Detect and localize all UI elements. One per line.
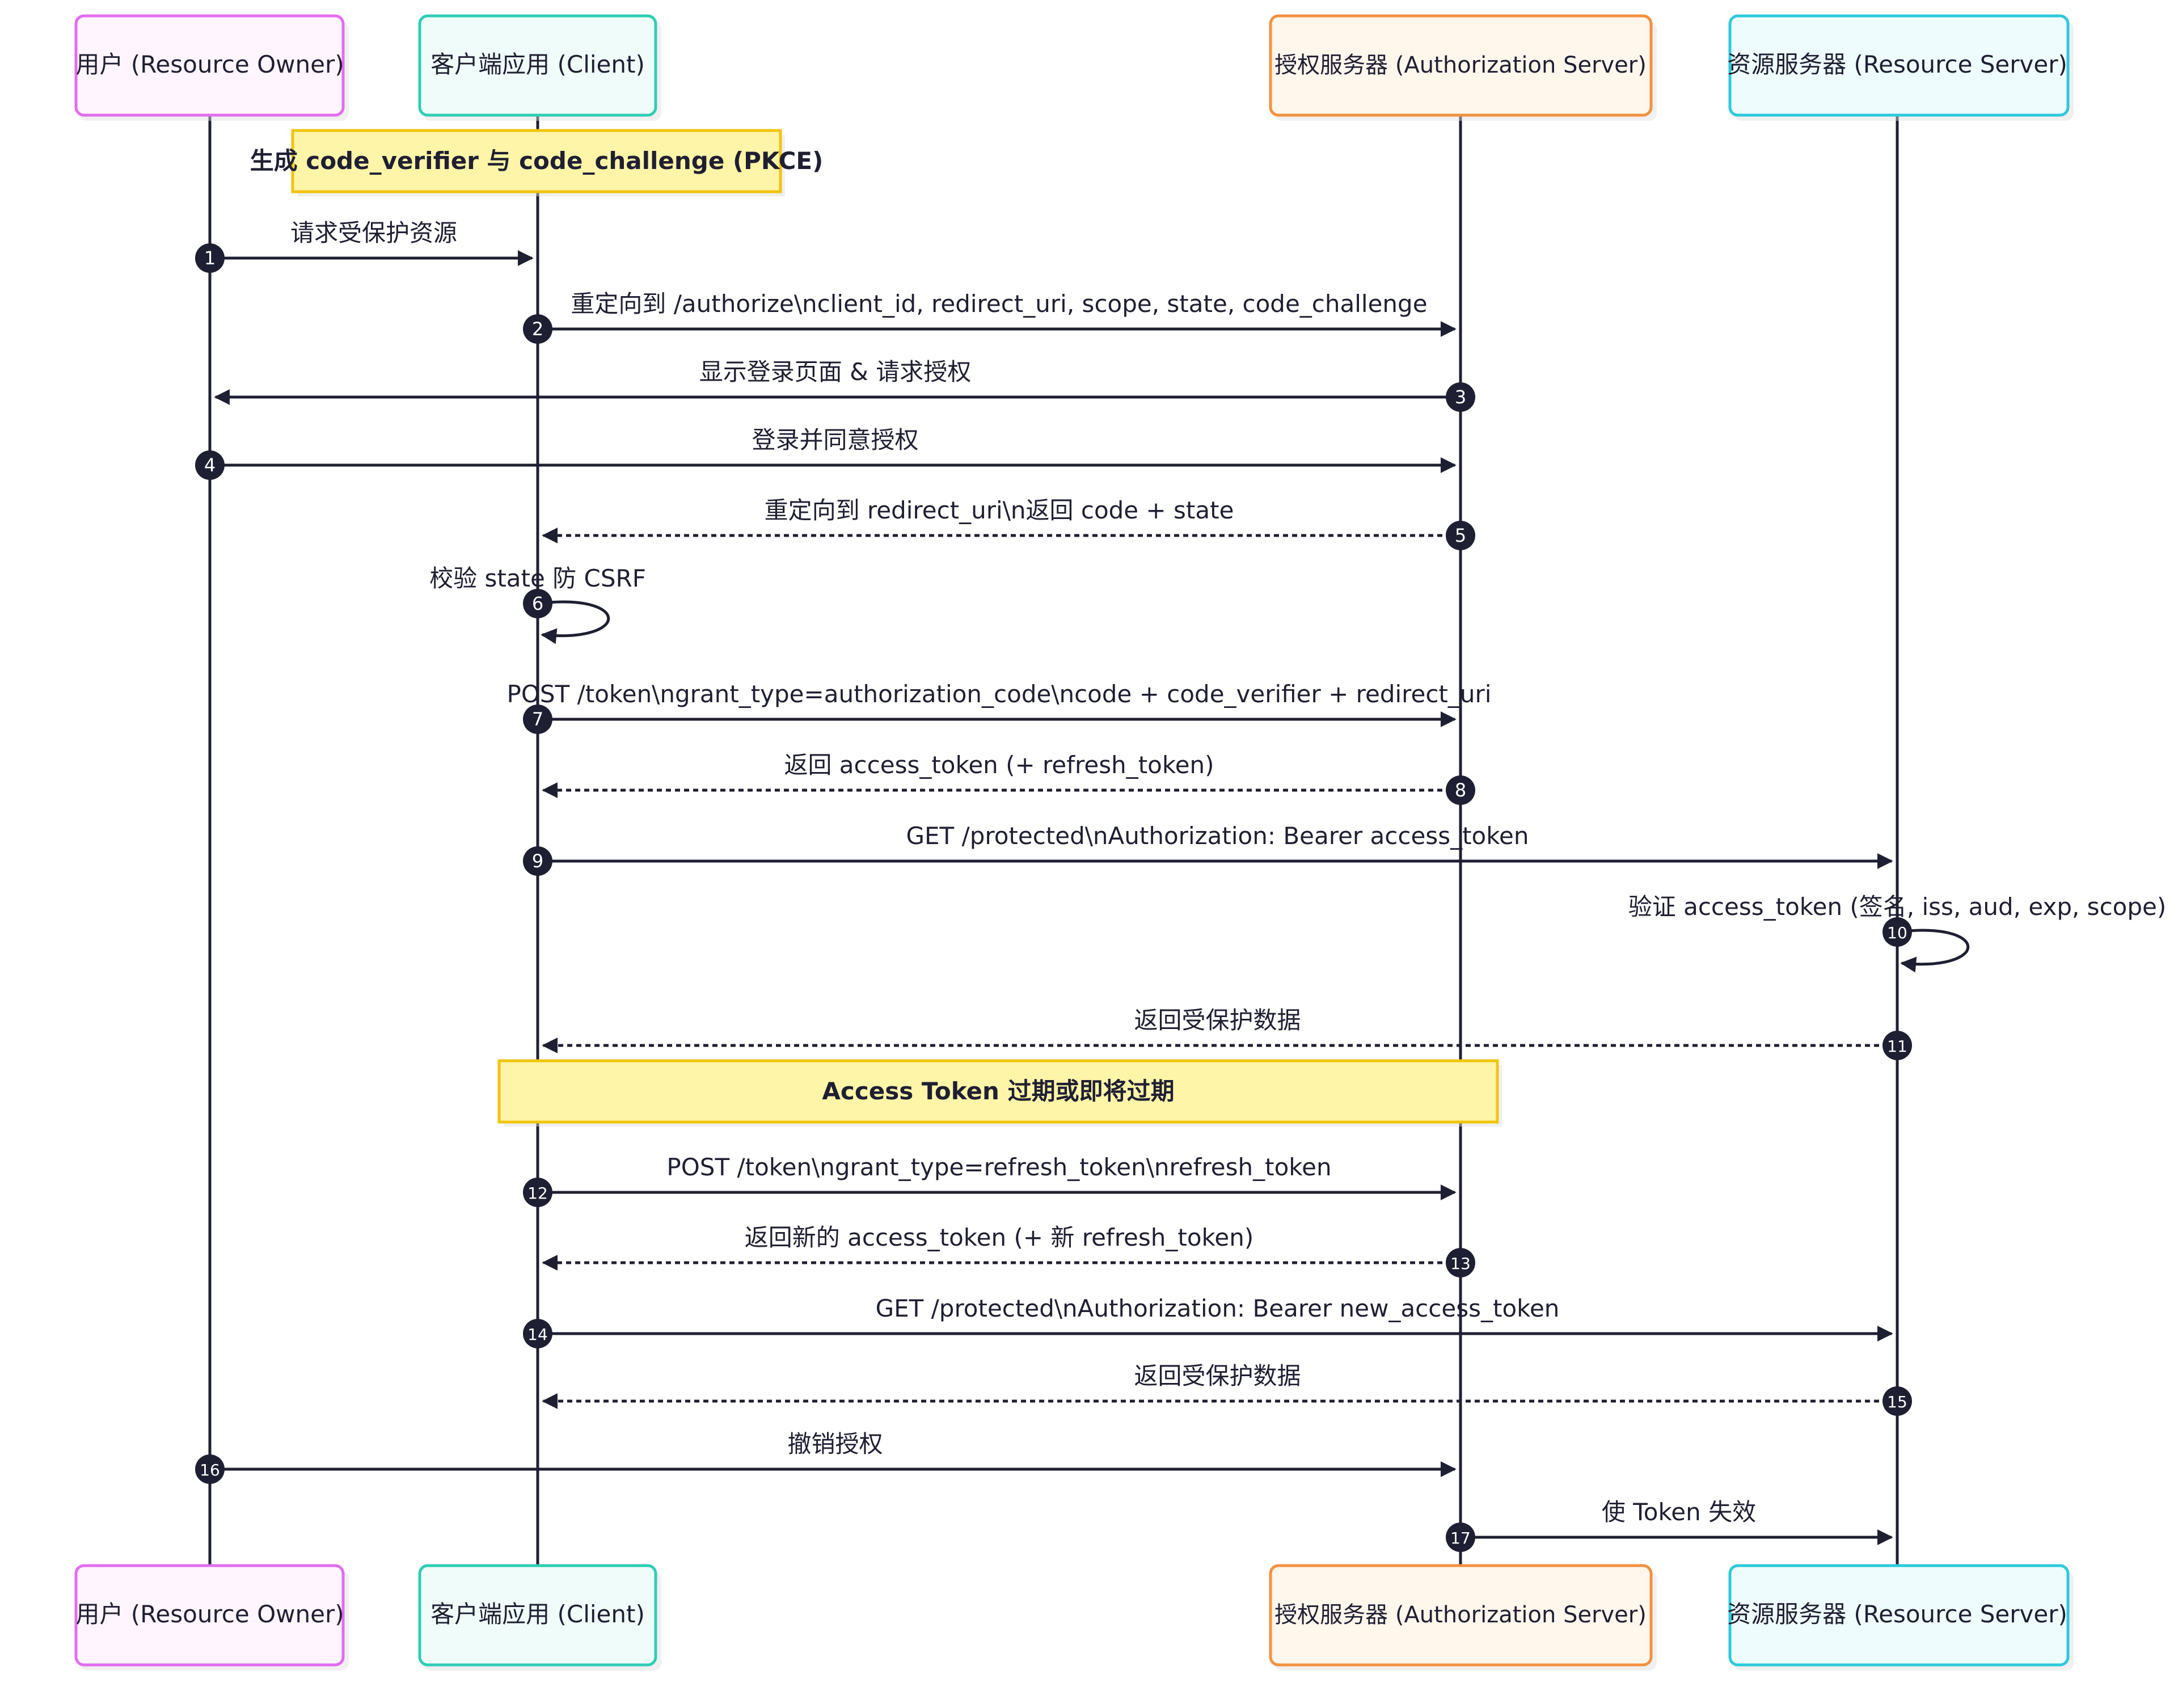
message-8: 返回 access_token (+ refresh_token) 8: [542, 751, 1475, 805]
participant-auth-bottom: 授权服务器 (Authorization Server): [1269, 1564, 1657, 1671]
message-5: 重定向到 redirect_uri\n返回 code + state 5: [542, 496, 1475, 550]
message-9: GET /protected\nAuthorization: Bearer ac…: [523, 822, 1893, 876]
messages: 请求受保护资源 1 重定向到 /authorize\nclient_id, redi…: [195, 219, 2166, 1552]
sequence-number-badge: 15: [1882, 1386, 1912, 1416]
sequence-number: 13: [1450, 1254, 1471, 1273]
message-8-label: 返回 access_token (+ refresh_token): [784, 751, 1214, 779]
note-token-expiry-text: Access Token 过期或即将过期: [822, 1077, 1174, 1105]
message-17: 使 Token 失效 17: [1446, 1498, 1893, 1552]
sequence-number: 1: [204, 247, 216, 269]
message-10: 验证 access_token (签名, iss, aud, exp, scop…: [1628, 893, 2167, 973]
sequence-number: 8: [1455, 779, 1466, 801]
message-9-label: GET /protected\nAuthorization: Bearer ac…: [906, 822, 1529, 850]
participant-auth-label-bottom: 授权服务器 (Authorization Server): [1274, 1602, 1647, 1628]
sequence-number-badge: 12: [523, 1178, 552, 1207]
message-12-label: POST /token\ngrant_type=refresh_token\nr…: [666, 1153, 1331, 1181]
sequence-number: 15: [1887, 1393, 1907, 1411]
sequence-number: 10: [1887, 923, 1907, 942]
message-15: 返回受保护数据 15: [542, 1362, 1912, 1416]
participant-client-label-bottom: 客户端应用 (Client): [430, 1600, 645, 1628]
message-2: 重定向到 /authorize\nclient_id, redirect_uri…: [523, 290, 1457, 344]
sequence-number-badge: 14: [523, 1319, 552, 1348]
sequence-number: 2: [532, 318, 543, 340]
message-1: 请求受保护资源 1: [195, 219, 534, 273]
sequence-number-badge: 8: [1446, 775, 1475, 805]
sequence-number-badge: 6: [523, 589, 552, 618]
participant-client-label: 客户端应用 (Client): [430, 50, 645, 78]
sequence-number: 9: [532, 850, 543, 872]
message-14: GET /protected\nAuthorization: Bearer ne…: [523, 1294, 1893, 1348]
message-4: 登录并同意授权 4: [195, 426, 1457, 480]
participant-rs-bottom: 资源服务器 (Resource Server): [1727, 1564, 2074, 1671]
sequence-number: 12: [527, 1184, 548, 1203]
sequence-number: 7: [532, 708, 543, 730]
note-pkce: 生成 code_verifier 与 code_challenge (PKCE): [250, 129, 824, 196]
sequence-number-badge: 2: [523, 314, 552, 344]
participant-client-bottom: 客户端应用 (Client): [418, 1564, 661, 1671]
sequence-number-badge: 13: [1446, 1248, 1475, 1277]
notes: 生成 code_verifier 与 code_challenge (PKCE)…: [250, 129, 1502, 1127]
sequence-number: 6: [532, 593, 543, 614]
sequence-number-badge: 4: [195, 450, 225, 480]
sequence-number-badge: 11: [1882, 1031, 1912, 1060]
sequence-number-badge: 17: [1446, 1523, 1475, 1552]
message-11: 返回受保护数据 11: [542, 1006, 1912, 1060]
sequence-number-badge: 9: [523, 846, 552, 876]
message-7-label: POST /token\ngrant_type=authorization_co…: [507, 680, 1492, 708]
participants-top: 用户 (Resource Owner) 客户端应用 (Client) 授权服务器…: [74, 14, 2074, 121]
message-16-label: 撤销授权: [787, 1430, 883, 1458]
message-5-label: 重定向到 redirect_uri\n返回 code + state: [765, 496, 1234, 524]
sequence-number: 17: [1450, 1529, 1471, 1547]
participant-owner-bottom: 用户 (Resource Owner): [74, 1564, 349, 1671]
message-2-label: 重定向到 /authorize\nclient_id, redirect_uri…: [571, 290, 1427, 318]
message-10-arrow: [1897, 929, 1970, 973]
participant-auth-label: 授权服务器 (Authorization Server): [1274, 52, 1647, 78]
message-17-label: 使 Token 失效: [1602, 1498, 1756, 1526]
sequence-number: 16: [200, 1461, 220, 1479]
participants-bottom: 用户 (Resource Owner) 客户端应用 (Client) 授权服务器…: [74, 1564, 2074, 1671]
sequence-number-badge: 10: [1882, 917, 1912, 947]
note-pkce-text: 生成 code_verifier 与 code_challenge (PKCE): [250, 147, 824, 175]
sequence-number-badge: 7: [523, 705, 552, 734]
sequence-number-badge: 1: [195, 243, 225, 273]
message-14-label: GET /protected\nAuthorization: Bearer ne…: [876, 1294, 1560, 1322]
sequence-number: 3: [1455, 386, 1466, 408]
sequence-number: 5: [1455, 525, 1466, 546]
note-token-expiry: Access Token 过期或即将过期: [497, 1059, 1502, 1127]
participant-owner-top: 用户 (Resource Owner): [74, 14, 349, 121]
message-11-label: 返回受保护数据: [1134, 1006, 1301, 1034]
sequence-number: 11: [1887, 1037, 1907, 1056]
message-10-label: 验证 access_token (签名, iss, aud, exp, scop…: [1628, 893, 2167, 921]
message-3-label: 显示登录页面 & 请求授权: [699, 358, 971, 386]
message-3: 显示登录页面 & 请求授权 3: [214, 358, 1475, 412]
message-16: 撤销授权 16: [195, 1430, 1457, 1484]
participant-owner-label-bottom: 用户 (Resource Owner): [75, 1600, 344, 1628]
sequence-number-badge: 16: [195, 1454, 225, 1484]
message-6-label: 校验 state 防 CSRF: [429, 564, 646, 592]
message-13: 返回新的 access_token (+ 新 refresh_token) 13: [542, 1224, 1475, 1277]
message-12: POST /token\ngrant_type=refresh_token\nr…: [523, 1153, 1457, 1207]
message-6-arrow: [537, 600, 610, 644]
sequence-number: 14: [527, 1325, 548, 1344]
participant-rs-top: 资源服务器 (Resource Server): [1727, 14, 2074, 121]
sequence-number-badge: 5: [1446, 521, 1475, 550]
participant-rs-label: 资源服务器 (Resource Server): [1727, 50, 2067, 78]
message-15-label: 返回受保护数据: [1134, 1362, 1301, 1390]
message-1-label: 请求受保护资源: [290, 219, 457, 247]
message-4-label: 登录并同意授权: [752, 426, 918, 454]
message-13-label: 返回新的 access_token (+ 新 refresh_token): [745, 1224, 1253, 1251]
sequence-number: 4: [204, 454, 216, 476]
participant-rs-label-bottom: 资源服务器 (Resource Server): [1727, 1600, 2067, 1628]
sequence-number-badge: 3: [1446, 382, 1475, 412]
message-7: POST /token\ngrant_type=authorization_co…: [507, 680, 1492, 734]
participant-client-top: 客户端应用 (Client): [418, 14, 661, 121]
participant-auth-top: 授权服务器 (Authorization Server): [1269, 14, 1657, 121]
participant-owner-label: 用户 (Resource Owner): [75, 50, 344, 78]
